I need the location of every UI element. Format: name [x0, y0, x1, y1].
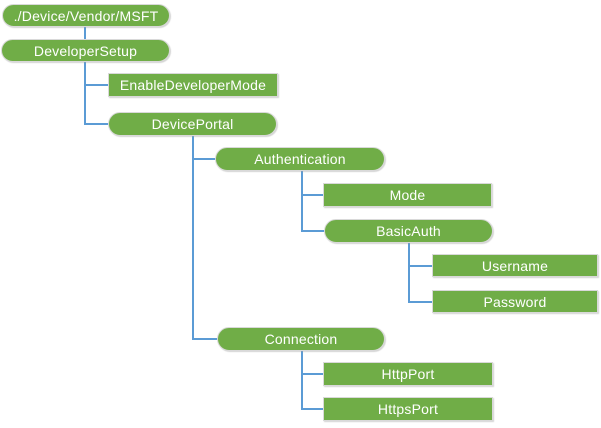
connector-connection-httpsport [301, 351, 325, 410]
node-password: Password [432, 290, 598, 313]
connector-deviceportal-connection [192, 136, 219, 340]
node-enabledevelopermode: EnableDeveloperMode [108, 73, 278, 97]
connector-authentication-basicauth [301, 171, 326, 232]
node-device-vendor-msft: ./Device/Vendor/MSFT [2, 4, 170, 27]
node-connection: Connection [217, 327, 385, 351]
node-httpsport: HttpsPort [323, 397, 493, 421]
node-developersetup: DeveloperSetup [1, 39, 170, 62]
node-httpport: HttpPort [323, 362, 493, 386]
connector-developersetup-deviceportal [84, 62, 110, 125]
node-username: Username [432, 254, 598, 277]
node-authentication: Authentication [215, 147, 385, 171]
node-deviceportal: DevicePortal [108, 112, 277, 136]
connector-basicauth-password [408, 243, 432, 303]
node-mode: Mode [323, 183, 492, 207]
node-basicauth: BasicAuth [324, 219, 493, 243]
